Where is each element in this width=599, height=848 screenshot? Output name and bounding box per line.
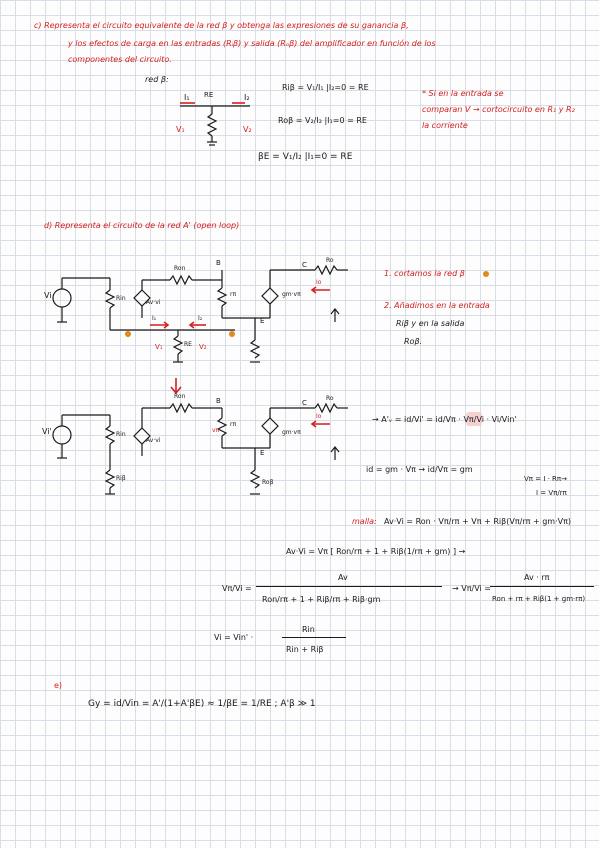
malla-label: malla: bbox=[352, 517, 377, 526]
c2-ro: Ro bbox=[326, 395, 334, 402]
vi-bar bbox=[282, 637, 346, 638]
c1-ro: Ro bbox=[326, 257, 334, 264]
c1-io: Io bbox=[316, 279, 322, 286]
c1-c: C bbox=[302, 261, 307, 269]
c2-rib: Riβ bbox=[116, 475, 126, 482]
c2-b: B bbox=[216, 397, 221, 405]
i2-label: I₂ bbox=[244, 93, 250, 102]
gy-eq: Gy = id/Vin = A'/(1+A'βE) ≈ 1/βE = 1/RE … bbox=[88, 699, 316, 709]
c2-vi: Vi' bbox=[42, 427, 52, 436]
ratio-bar bbox=[256, 586, 442, 587]
c1-ron: Ron bbox=[174, 265, 186, 272]
c2-rin: Rin bbox=[116, 431, 126, 438]
step2-line3: Roβ. bbox=[404, 337, 423, 346]
section-c-line1: c) Representa el circuito equivalente de… bbox=[34, 21, 409, 30]
step2-line1: 2. Añadimos en la entrada bbox=[384, 301, 490, 310]
c2-rob: Roβ bbox=[262, 479, 274, 486]
c1-b: B bbox=[216, 259, 221, 267]
vpi-note1: Vπ = I · Rπ→ bbox=[524, 475, 568, 483]
c1-avvi: Av·vi bbox=[146, 299, 161, 306]
section-c-line3: componentes del circuito. bbox=[68, 55, 172, 64]
c2-io: Io bbox=[316, 413, 322, 420]
c1-vi: Vi bbox=[44, 291, 52, 300]
rib-formula: Riβ = V₁/I₁ |I₂=0 = RE bbox=[282, 83, 369, 92]
c2-vpi: vπ bbox=[212, 427, 220, 434]
ratio2-num: Av · rπ bbox=[524, 573, 550, 582]
ratio-den: Ron/rπ + 1 + Riβ/rπ + Riβ·gm bbox=[262, 595, 381, 604]
vi-eq-lhs: Vi = Vin' · bbox=[214, 633, 254, 642]
ratio2-den: Ron + rπ + Riβ(1 + gm·rπ) bbox=[492, 595, 586, 603]
c1-i2: I₂ bbox=[198, 315, 203, 322]
c1-v1: V₁ bbox=[155, 343, 163, 351]
v1-label: V₁ bbox=[176, 125, 185, 134]
rob-formula: Roβ = V₂/I₂ |I₁=0 = RE bbox=[278, 116, 367, 125]
aprime-eq: → A'ᵥ = id/Vi' = id/Vπ · Vπ/Vi · Vi/Vin' bbox=[372, 415, 517, 424]
beta-formula: βE = V₁/I₂ |I₁=0 = RE bbox=[258, 152, 353, 162]
c2-rpi: rπ bbox=[230, 421, 237, 428]
c1-re: RE bbox=[184, 341, 192, 348]
c1-v2: V₂ bbox=[199, 343, 207, 351]
note2: comparan V → cortocircuito en R₁ y R₂ bbox=[422, 105, 575, 114]
c1-rin: Rin bbox=[116, 295, 126, 302]
vpi-note2: I = Vπ/rπ bbox=[536, 489, 567, 497]
ratio-lhs: Vπ/Vi = bbox=[222, 584, 252, 593]
c1-i1: I₁ bbox=[152, 315, 157, 322]
ratio2-lhs: → Vπ/Vi = bbox=[452, 584, 491, 593]
step1: 1. cortamos la red β bbox=[384, 269, 465, 278]
note3: la corriente bbox=[422, 121, 468, 130]
section-e-label: e) bbox=[54, 681, 63, 690]
av-eq: Av·Vi = Vπ [ Ron/rπ + 1 + Riβ(1/rπ + gm)… bbox=[286, 547, 466, 556]
vi-den: Rin + Riβ bbox=[286, 645, 324, 654]
step2-line2: Riβ y en la salida bbox=[396, 319, 465, 328]
section-d-title: d) Representa el circuito de la red A' (… bbox=[44, 221, 240, 230]
red-beta-label: red β: bbox=[145, 75, 169, 84]
c1-gm: gm·vπ bbox=[282, 291, 301, 298]
v2-label: V₂ bbox=[243, 125, 252, 134]
vi-num: Rin bbox=[302, 625, 315, 634]
c2-ron: Ron bbox=[174, 393, 186, 400]
c2-avvi: Av·vi bbox=[146, 437, 161, 444]
ratio2-bar bbox=[490, 586, 594, 587]
malla-eq: Av·Vi = Ron · Vπ/rπ + Vπ + Riβ(Vπ/rπ + g… bbox=[384, 517, 572, 526]
ratio-num: Av bbox=[338, 573, 348, 582]
c1-rpi: rπ bbox=[230, 291, 237, 298]
i1-label: I₁ bbox=[184, 93, 190, 102]
note1: * Si en la entrada se bbox=[422, 89, 504, 98]
c2-c: C bbox=[302, 399, 307, 407]
id-eq: id = gm · Vπ → id/Vπ = gm bbox=[366, 465, 473, 474]
re-label: RE bbox=[204, 91, 214, 99]
section-c-line2: y los efectos de carga en las entradas (… bbox=[68, 39, 436, 48]
c2-gm: gm·vπ bbox=[282, 429, 301, 436]
c2-e: E bbox=[260, 449, 265, 457]
c1-e: E bbox=[260, 317, 265, 325]
